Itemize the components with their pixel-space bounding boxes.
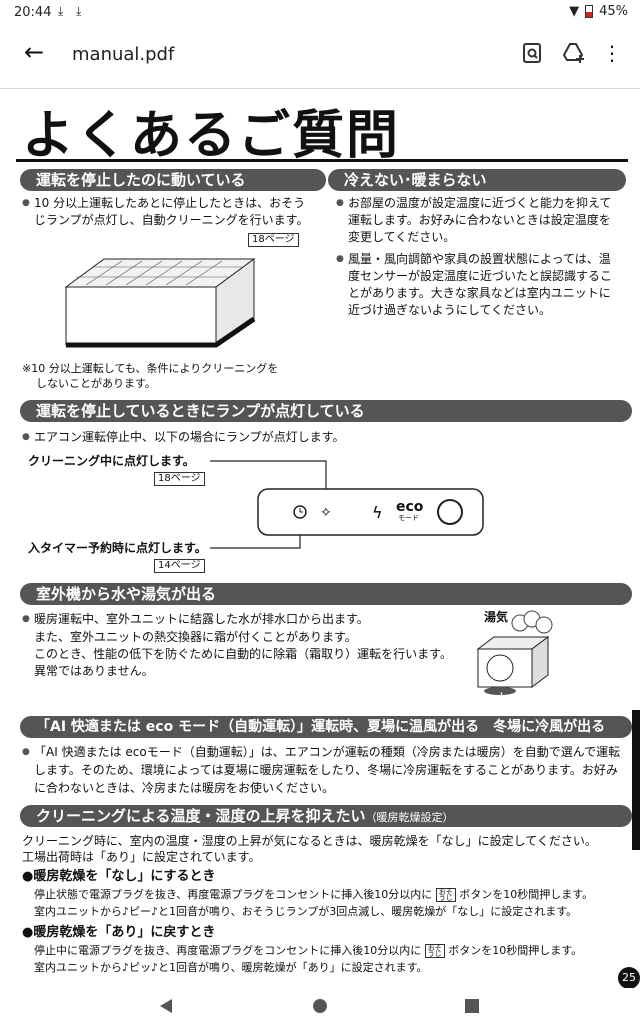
- title-rule: [16, 159, 628, 162]
- s4-line1: 暖房運転中、室外ユニットに結露した水が排水口から出ます。: [22, 611, 369, 628]
- eco-mode-label: モード: [398, 514, 419, 522]
- file-title: manual.pdf: [72, 44, 175, 65]
- s6-off-step1: 停止状態で電源プラグを抜き、再度電源プラグをコンセントに挿入後10分以内に おそ…: [34, 888, 594, 902]
- section-header-lamp-on: 運転を停止しているときにランプが点灯している: [20, 400, 632, 422]
- s1-note-line1: ※10 分以上運転しても、条件によりクリーニングを: [22, 362, 279, 375]
- page-title: よくあるご質問: [22, 106, 401, 166]
- svg-text:✧: ✧: [320, 505, 332, 521]
- more-options-icon[interactable]: ⋮: [602, 41, 622, 65]
- s6-line1: クリーニング時に、室内の温度・湿度の上昇が気になるときは、暖房乾燥を「なし」に設…: [22, 834, 597, 848]
- cleaning-button-icon: おそうじ: [435, 888, 456, 902]
- pdf-page: よくあるご質問 運転を停止したのに動いている 10 分以上運転したあとに停止した…: [0, 89, 640, 989]
- section-header-outdoor-water: 室外機から水や湯気が出る: [20, 583, 632, 605]
- download-icon: ⤓: [76, 4, 82, 18]
- s3-label-cleaning: クリーニング中に点灯します。: [28, 454, 195, 468]
- lamp-panel-diagram: ✧ ϟ: [210, 460, 484, 549]
- section-header-not-cooling: 冷えない･暖まらない: [328, 169, 626, 191]
- s2-bullet2-line4: 近づけ過ぎないようにしてください。: [348, 303, 552, 317]
- s4-line3: このとき、性能の低下を防ぐために自動的に除霜（霜取り）運転を行います。: [34, 647, 452, 661]
- svg-text:ϟ: ϟ: [372, 503, 383, 522]
- s2-bullet1-line1: お部屋の温度が設定温度に近づくと能力を抑えて: [336, 195, 611, 212]
- section-header-cleaning-humidity: クリーニングによる温度・湿度の上昇を抑えたい（暖房乾燥設定）: [20, 805, 632, 827]
- section-header-stopped-running: 運転を停止したのに動いている: [20, 169, 326, 191]
- s2-bullet1-line3: 変更してください。: [348, 230, 456, 244]
- s3-ref-timer: 14ページ: [154, 556, 205, 573]
- find-in-page-icon[interactable]: [518, 39, 546, 67]
- section-header-ai-mode: 「AI 快適または eco モード（自動運転）」運転時、夏場に温風が出る 冬場に…: [20, 716, 632, 738]
- s1-page-ref: 18ページ: [248, 230, 299, 247]
- appbar-divider: [0, 88, 640, 89]
- indoor-unit-illustration: [64, 258, 256, 348]
- s5-line3: に合わないときは、冷房または暖房をお使いください。: [34, 781, 335, 795]
- steam-label: 湯気: [484, 610, 509, 624]
- status-bar: 20:44 ⤓ ⤓ ▼ 45%: [0, 0, 640, 26]
- drive-add-icon[interactable]: [560, 39, 588, 67]
- s4-line2: また、室外ユニットの熱交換器に霜が付くことがあります。: [34, 630, 357, 644]
- battery-level: 45%: [599, 4, 628, 19]
- s6-heading-on: ●暖房乾燥を「あり」に戻すとき: [22, 925, 216, 940]
- s3-ref-cleaning: 18ページ: [154, 469, 205, 486]
- back-arrow-icon[interactable]: ←: [23, 38, 45, 66]
- section-header-sub: （暖房乾燥設定）: [365, 811, 454, 824]
- s1-text-line2: じランプが点灯し、自動クリーニングを行います。: [34, 213, 309, 227]
- s6-on-step2: 室内ユニットから♪ピッ♪と1回音が鳴り、暖房乾燥が「あり」に設定されます。: [34, 961, 428, 974]
- s6-off-step2: 室内ユニットから♪ピー♪と1回音が鳴り、おそうじランプが3回点滅し、暖房乾燥が「…: [34, 905, 578, 918]
- s6-heading-off: ●暖房乾燥を「なし」にするとき: [22, 869, 216, 884]
- s2-bullet2-line3: とがあります。大きな家具などは室内ユニットに: [348, 286, 611, 300]
- wifi-icon: ▼: [569, 4, 580, 19]
- s6-line2: 工場出荷時は「あり」に設定されています。: [22, 850, 261, 864]
- page-edge-tab: [632, 710, 640, 850]
- s2-bullet2-line1: 風量・風向調節や家具の設置状態によっては、温: [336, 251, 611, 268]
- outdoor-unit-illustration: [476, 610, 553, 695]
- s4-line4: 異常ではありません。: [34, 664, 154, 678]
- eco-label: eco: [396, 499, 424, 515]
- water-label: 水: [496, 692, 507, 705]
- status-time: 20:44: [14, 5, 52, 20]
- s6-on-step1: 停止中に電源プラグを抜き、再度電源プラグをコンセントに挿入後10分以内に おそう…: [34, 944, 583, 958]
- s2-bullet1-line2: 運転します。お好みに合わないときは設定温度を: [348, 213, 611, 227]
- nav-back-icon[interactable]: [154, 994, 178, 1018]
- nav-home-icon[interactable]: [308, 994, 332, 1018]
- s3-text: エアコン運転停止中、以下の場合にランプが点灯します。: [22, 429, 344, 446]
- nav-recents-icon[interactable]: [460, 994, 484, 1018]
- s1-text-line1: 10 分以上運転したあとに停止したときは、おそう: [22, 195, 305, 212]
- download-icon: ⤓: [58, 4, 64, 18]
- s2-bullet2-line2: 度センサーが設定温度に近づいたと誤認識するこ: [348, 269, 613, 283]
- navigation-bar: [0, 988, 640, 1024]
- s5-line2: します。そのため、環境によっては夏場に暖房運転をしたり、冬場に冷房運転をすること…: [34, 763, 618, 777]
- s5-line1: 「AI 快適または ecoモード（自動運転）」は、エアコンが運転の種類（冷房また…: [22, 744, 620, 761]
- cleaning-button-icon: おそうじ: [424, 944, 445, 958]
- battery-icon: [585, 5, 594, 18]
- s1-note-line2: しないことがあります。: [36, 377, 156, 390]
- s3-label-timer: 入タイマー予約時に点灯します。: [28, 541, 207, 555]
- app-bar: ← manual.pdf ⋮: [0, 26, 640, 84]
- page-number-badge: 25: [618, 967, 640, 989]
